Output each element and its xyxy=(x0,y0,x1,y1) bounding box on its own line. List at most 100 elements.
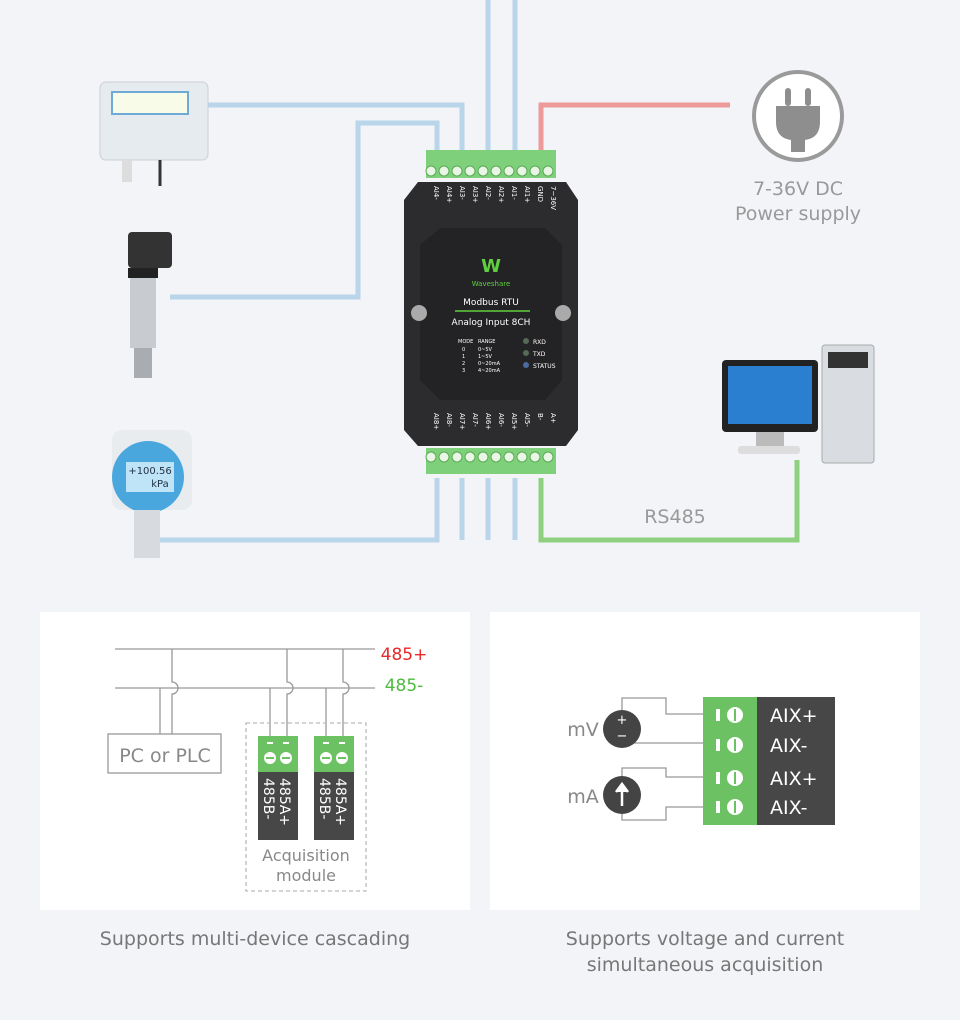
top-pin-label: AI1- xyxy=(510,186,518,200)
terminal-screw xyxy=(477,451,489,463)
terminal-screw xyxy=(542,165,554,177)
range-header: RANGE xyxy=(478,339,495,345)
terminal-screw xyxy=(490,451,502,463)
rs485-label: RS485 xyxy=(644,506,706,528)
terminal-screw xyxy=(477,165,489,177)
range-cell: 0~5V xyxy=(478,347,493,353)
mode-header: MODE xyxy=(458,339,473,345)
mv-label: mV xyxy=(567,719,599,741)
aix-terminal-label: AIX+ xyxy=(770,705,818,727)
analog-input-module: Waveshare W Modbus RTU Analog Input 8CH … xyxy=(404,150,578,474)
computer-icon xyxy=(722,344,875,464)
bottom-pin-label: AI6+ xyxy=(484,413,492,430)
top-pin-label: AI4- xyxy=(432,186,440,200)
host-label: PC or PLC xyxy=(119,745,211,767)
terminal-screw xyxy=(451,165,463,177)
range-cell: 1~5V xyxy=(478,354,493,360)
terminal-screw xyxy=(490,165,502,177)
brand-logo: W xyxy=(481,256,501,277)
temperature-humidity-sensor xyxy=(99,81,209,186)
terminal-screw xyxy=(425,165,437,177)
top-pin-label: AI2+ xyxy=(497,186,505,203)
range-cell: 4~20mA xyxy=(478,368,501,374)
power-label-2: Power supply xyxy=(735,203,861,225)
terminal-screw xyxy=(451,451,463,463)
signal-wires xyxy=(150,0,518,543)
module-terminal xyxy=(258,736,298,772)
svg-text:−: − xyxy=(617,729,628,744)
pin-485a-label: 485A+ xyxy=(332,778,348,826)
terminal-screw xyxy=(516,165,528,177)
module-terminal xyxy=(314,736,354,772)
power-label-1: 7-36V DC xyxy=(753,178,843,200)
led-label: STATUS xyxy=(533,363,556,370)
terminal-screw xyxy=(438,451,450,463)
voltage-source-icon xyxy=(603,710,641,748)
device-title-1: Modbus RTU xyxy=(463,298,519,308)
mode-cell: 2 xyxy=(462,361,465,367)
top-pin-label: 7~36V xyxy=(549,186,557,210)
acquisition-panel: + − mV mA AIX+ AIX- AIX+ AIX- xyxy=(490,612,920,910)
acquisition-diagram: + − mV mA AIX+ AIX- AIX+ AIX- xyxy=(567,697,835,825)
led-label: RXD xyxy=(533,339,546,346)
bottom-pin-label: A+ xyxy=(549,413,557,424)
bottom-pin-label: AI5+ xyxy=(510,413,518,430)
digital-pressure-gauge: +100.56 kPa xyxy=(112,430,192,558)
display-unit: kPa xyxy=(151,479,169,490)
brand-text: Waveshare xyxy=(472,280,511,288)
terminal-screw xyxy=(464,165,476,177)
cascade-diagram: 485+ 485- PC or PLC 485A+485B-485A+485B-… xyxy=(107,645,428,892)
top-pin-label: AI4+ xyxy=(445,186,453,203)
led-indicator xyxy=(523,338,529,344)
wiring-diagram: RS485 +100.56 kPa 7-36V DC Power supply xyxy=(99,0,875,558)
aix-terminal-label: AIX- xyxy=(770,797,808,819)
pin-485b-label: 485B- xyxy=(260,778,276,819)
terminal-screw xyxy=(464,451,476,463)
acquisition-caption-2: simultaneous acquisition xyxy=(586,954,824,976)
terminal-screw xyxy=(503,165,515,177)
range-cell: 0~20mA xyxy=(478,361,501,367)
bottom-pin-label: AI5- xyxy=(523,413,531,427)
pin-485a-label: 485A+ xyxy=(276,778,292,826)
led-indicator xyxy=(523,350,529,356)
rs485-wire xyxy=(538,460,800,543)
top-pin-label: AI2- xyxy=(484,186,492,200)
mode-cell: 3 xyxy=(462,368,465,374)
bottom-pin-label: AI8- xyxy=(445,413,453,427)
terminal-screw xyxy=(542,451,554,463)
top-pin-label: AI3+ xyxy=(471,186,479,203)
cascade-panel: 485+ 485- PC or PLC 485A+485B-485A+485B-… xyxy=(40,612,470,910)
bottom-pin-label: AI7+ xyxy=(458,413,466,430)
terminal-screw xyxy=(438,165,450,177)
line-485-minus-label: 485- xyxy=(385,676,424,696)
terminal-screw xyxy=(529,451,541,463)
terminal-screw xyxy=(529,165,541,177)
aix-terminal-label: AIX+ xyxy=(770,768,818,790)
bottom-pin-label: B- xyxy=(536,413,544,421)
bottom-pin-label: AI8+ xyxy=(432,413,440,430)
pressure-transmitter xyxy=(128,232,172,378)
acquisition-caption-1: Supports voltage and current xyxy=(565,928,845,950)
module-label-2: module xyxy=(276,866,336,885)
ma-label: mA xyxy=(567,786,599,808)
line-485-plus-label: 485+ xyxy=(381,645,428,665)
led-indicator xyxy=(523,362,529,368)
module-label-1: Acquisition xyxy=(262,846,350,865)
cascade-caption: Supports multi-device cascading xyxy=(99,928,411,950)
device-title-2: Analog Input 8CH xyxy=(452,318,531,328)
bottom-pin-label: AI7- xyxy=(471,413,479,427)
terminal-screw xyxy=(425,451,437,463)
aix-terminal-label: AIX- xyxy=(770,735,808,757)
acquisition-caption: Supports voltage and current simultaneou… xyxy=(490,926,920,978)
terminal-screw xyxy=(503,451,515,463)
mode-cell: 0 xyxy=(462,347,465,353)
top-pin-label: GND xyxy=(536,186,544,202)
svg-text:+: + xyxy=(617,713,628,728)
power-plug-icon xyxy=(752,70,844,162)
terminal-screw xyxy=(516,451,528,463)
top-pin-label: AI3- xyxy=(458,186,466,200)
top-pin-label: AI1+ xyxy=(523,186,531,203)
pin-485b-label: 485B- xyxy=(316,778,332,819)
bottom-pin-label: AI6- xyxy=(497,413,505,427)
display-value: +100.56 xyxy=(128,466,171,477)
